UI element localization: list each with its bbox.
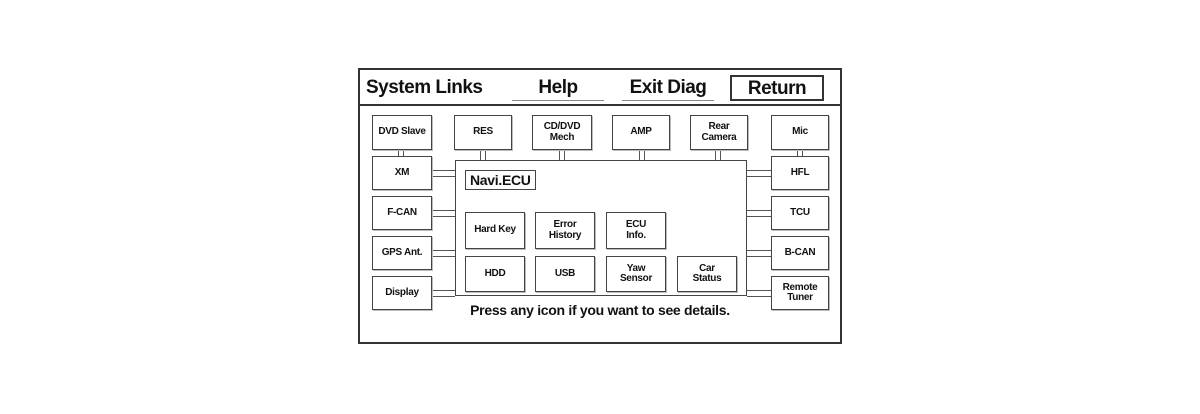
connector — [431, 256, 455, 257]
connector — [480, 150, 481, 160]
ecu-hard-key-button[interactable]: Hard Key — [465, 212, 525, 249]
module-dvd-slave[interactable]: DVD Slave — [372, 115, 432, 150]
connector — [559, 150, 560, 160]
connector — [747, 176, 771, 177]
ecu-car-status-button[interactable]: Car Status — [677, 256, 737, 292]
module-mic[interactable]: Mic — [771, 115, 829, 150]
ecu-error-history-button[interactable]: Error History — [535, 212, 595, 249]
connector — [431, 250, 455, 251]
connector — [720, 150, 721, 160]
exit-diag-button[interactable]: Exit Diag — [622, 77, 714, 101]
connector — [485, 150, 486, 160]
connector — [431, 170, 455, 171]
connector — [747, 216, 771, 217]
connector — [802, 150, 803, 156]
connector — [431, 216, 455, 217]
ecu-usb-button[interactable]: USB — [535, 256, 595, 292]
module-f-can[interactable]: F-CAN — [372, 196, 432, 230]
help-button[interactable]: Help — [512, 77, 604, 101]
connector — [431, 210, 455, 211]
module-b-can[interactable]: B-CAN — [771, 236, 829, 270]
connector — [715, 150, 716, 160]
ecu-info-button[interactable]: ECU Info. — [606, 212, 666, 249]
ecu-hdd-button[interactable]: HDD — [465, 256, 525, 292]
connector — [431, 176, 455, 177]
navi-ecu-panel: Navi.ECU Hard Key Error History ECU Info… — [455, 160, 747, 296]
connector — [747, 170, 771, 171]
connector — [431, 290, 455, 291]
connector — [403, 150, 404, 156]
module-amp[interactable]: AMP — [612, 115, 670, 150]
module-cd-dvd-mech[interactable]: CD/DVD Mech — [532, 115, 592, 150]
module-hfl[interactable]: HFL — [771, 156, 829, 190]
module-gps-ant[interactable]: GPS Ant. — [372, 236, 432, 270]
module-remote-tuner[interactable]: Remote Tuner — [771, 276, 829, 310]
connector — [747, 250, 771, 251]
connector — [747, 210, 771, 211]
ecu-yaw-sensor-button[interactable]: Yaw Sensor — [606, 256, 666, 292]
system-links-title: System Links — [366, 77, 483, 98]
connector — [747, 296, 771, 297]
connector — [747, 256, 771, 257]
connector — [797, 150, 798, 156]
connector — [639, 150, 640, 160]
connector — [747, 290, 771, 291]
module-res[interactable]: RES — [454, 115, 512, 150]
module-xm[interactable]: XM — [372, 156, 432, 190]
connector — [644, 150, 645, 160]
connector — [398, 150, 399, 156]
return-button[interactable]: Return — [730, 75, 824, 101]
module-tcu[interactable]: TCU — [771, 196, 829, 230]
connector — [431, 296, 455, 297]
header-bar: System Links Help Exit Diag Return — [360, 70, 840, 106]
module-rear-camera[interactable]: Rear Camera — [690, 115, 748, 150]
module-display[interactable]: Display — [372, 276, 432, 310]
connector — [564, 150, 565, 160]
instruction-text: Press any icon if you want to see detail… — [470, 302, 730, 318]
navi-ecu-title: Navi.ECU — [465, 170, 536, 190]
diagnostic-screen: System Links Help Exit Diag Return DVD S… — [358, 68, 842, 344]
